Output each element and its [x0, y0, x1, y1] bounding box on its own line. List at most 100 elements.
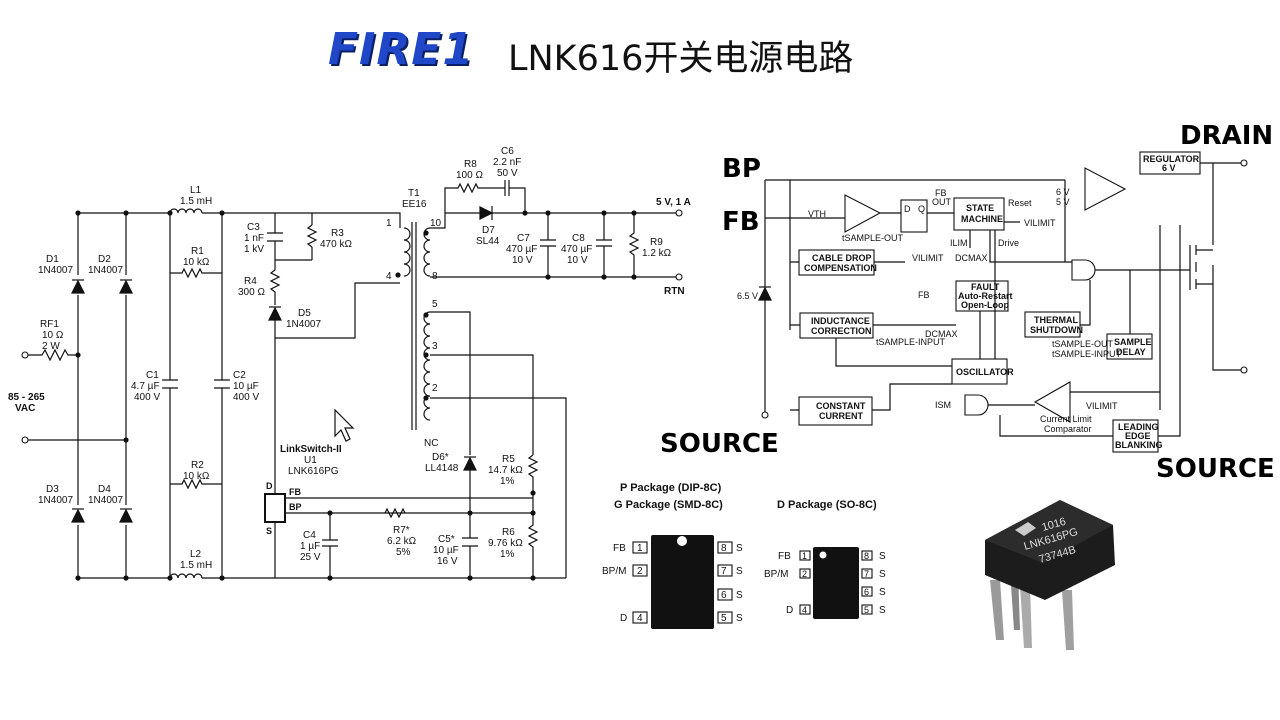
dip-pin-1: 1 [637, 543, 643, 554]
output-positive-terminal [675, 209, 683, 217]
cable-drop-label-1: CABLE DROP [812, 253, 872, 263]
ilim-label: ILIM [950, 238, 968, 248]
rf1-resistor [28, 348, 78, 362]
cable-drop-block [798, 249, 875, 276]
c3-value: 1 nF [244, 233, 264, 244]
c2-value: 10 µF [233, 381, 259, 392]
so-pin-d: D [786, 605, 793, 616]
so-package-body [813, 547, 859, 619]
l2-inductor [169, 573, 203, 579]
tsample-input2-label: tSAMPLE-INPUT [1052, 349, 1122, 359]
inductance-label-2: CORRECTION [811, 326, 872, 336]
rf1-ref: RF1 [40, 319, 59, 330]
t1-pin-4: 4 [386, 271, 392, 282]
c5-voltage: 16 V [437, 556, 458, 567]
c4-value: 1 µF [300, 541, 320, 552]
so-pin-bpm: BP/M [764, 569, 788, 580]
so-pin-5: 5 [864, 605, 869, 615]
output-voltage-label: 5 V, 1 A [656, 197, 691, 208]
regulator-voltage: 6 V [1162, 163, 1176, 173]
so-pin-fb: FB [778, 551, 791, 562]
r5-r6-divider [527, 454, 539, 578]
d7-ref: D7 [482, 225, 495, 236]
dip-pin-6: 6 [721, 590, 727, 601]
current-limit-comparator [1033, 381, 1071, 423]
current-limit-and-gate [964, 394, 989, 416]
u1-ref: U1 [304, 455, 317, 466]
vilimit-label: VILIMIT [1024, 218, 1056, 228]
t1-pin-10: 10 [430, 218, 442, 229]
leb-label-3: BLANKING [1115, 440, 1163, 450]
c6-ref: C6 [501, 146, 514, 157]
c8-ref: C8 [572, 233, 585, 244]
sample-delay-label-1: SAMPLE [1114, 337, 1152, 347]
r1-resistor [170, 267, 222, 279]
dq-flipflop [900, 199, 928, 233]
fire1-logo: FIRE1 [328, 24, 474, 75]
regulator-block [1139, 151, 1201, 175]
constant-current-label-2: CURRENT [819, 411, 864, 421]
leb-label-1: LEADING [1118, 422, 1159, 432]
c1-ref: C1 [146, 370, 159, 381]
d1-ref: D1 [46, 254, 59, 265]
d6-diode [463, 456, 477, 471]
r2-ref: R2 [191, 460, 204, 471]
r6-value: 9.76 kΩ [488, 538, 523, 549]
d6-part: LL4148 [425, 463, 459, 474]
r6-ref: R6 [502, 527, 515, 538]
so-pin-s-5: S [879, 605, 886, 616]
so-pin-1: 1 [802, 551, 807, 561]
fault-fb-label: FB [918, 290, 930, 300]
block-pin-drain: DRAIN [1180, 121, 1273, 151]
r1-value: 10 kΩ [183, 257, 210, 268]
block-pin-bp: BP [722, 154, 761, 184]
t1-pin-1: 1 [386, 218, 392, 229]
output-return-terminal [675, 273, 683, 281]
flipflop-d: D [904, 204, 911, 214]
c8-voltage: 10 V [567, 255, 588, 266]
input-voltage-label: 85 - 265 [8, 392, 45, 403]
state-machine-block [953, 197, 1005, 231]
tsample-out-label: tSAMPLE-OUT [842, 233, 904, 243]
r2-resistor [170, 478, 222, 490]
drain-wire [274, 282, 400, 339]
d4-ref: D4 [98, 484, 111, 495]
c7-ref: C7 [517, 233, 530, 244]
drive-label: Drive [998, 238, 1019, 248]
fault-label-3: Open-Loop [961, 300, 1009, 310]
state-machine-label-1: STATE [966, 203, 994, 213]
r5-ref: R5 [502, 454, 515, 465]
so-pin-2: 2 [802, 569, 807, 579]
r5-tolerance: 1% [500, 476, 515, 487]
l1-value: 1.5 mH [180, 196, 212, 207]
regulator-comparator [1084, 167, 1127, 211]
sample-delay-label-2: DELAY [1116, 347, 1146, 357]
c7-voltage: 10 V [512, 255, 533, 266]
leb-label-2: EDGE [1125, 431, 1151, 441]
so-pin-4: 4 [802, 605, 807, 615]
vilimit2-label: VILIMIT [912, 253, 944, 263]
ac-input-terminal-bottom [21, 436, 29, 444]
so-pins [799, 550, 873, 615]
u1-ic [264, 493, 286, 523]
mouse-cursor-icon [334, 408, 355, 442]
oscillator-block [951, 358, 1008, 385]
d5-ref: D5 [298, 308, 311, 319]
d3-ref: D3 [46, 484, 59, 495]
lnk616-block-diagram: BP FB DRAIN SOURCE SOURCE REGULATOR 6 V … [660, 121, 1275, 484]
c4-voltage: 25 V [300, 552, 321, 563]
l2-ref: L2 [190, 549, 202, 560]
c7-value: 470 µF [506, 244, 537, 255]
dip-pin-s-5: S [736, 613, 743, 624]
d4-diode [119, 508, 133, 523]
d1-part: 1N4007 [38, 265, 73, 276]
d4-part: 1N4007 [88, 495, 123, 506]
oscillator-wires [979, 230, 996, 359]
r7-value: 6.2 kΩ [387, 536, 417, 547]
dip-pin-5: 5 [721, 613, 727, 624]
power-mosfet [1189, 245, 1213, 290]
c8-value: 470 µF [561, 244, 592, 255]
so-pin-7: 7 [864, 569, 869, 579]
vilimit3-label: VILIMIT [1086, 401, 1118, 411]
c1-voltage: 400 V [134, 392, 160, 403]
